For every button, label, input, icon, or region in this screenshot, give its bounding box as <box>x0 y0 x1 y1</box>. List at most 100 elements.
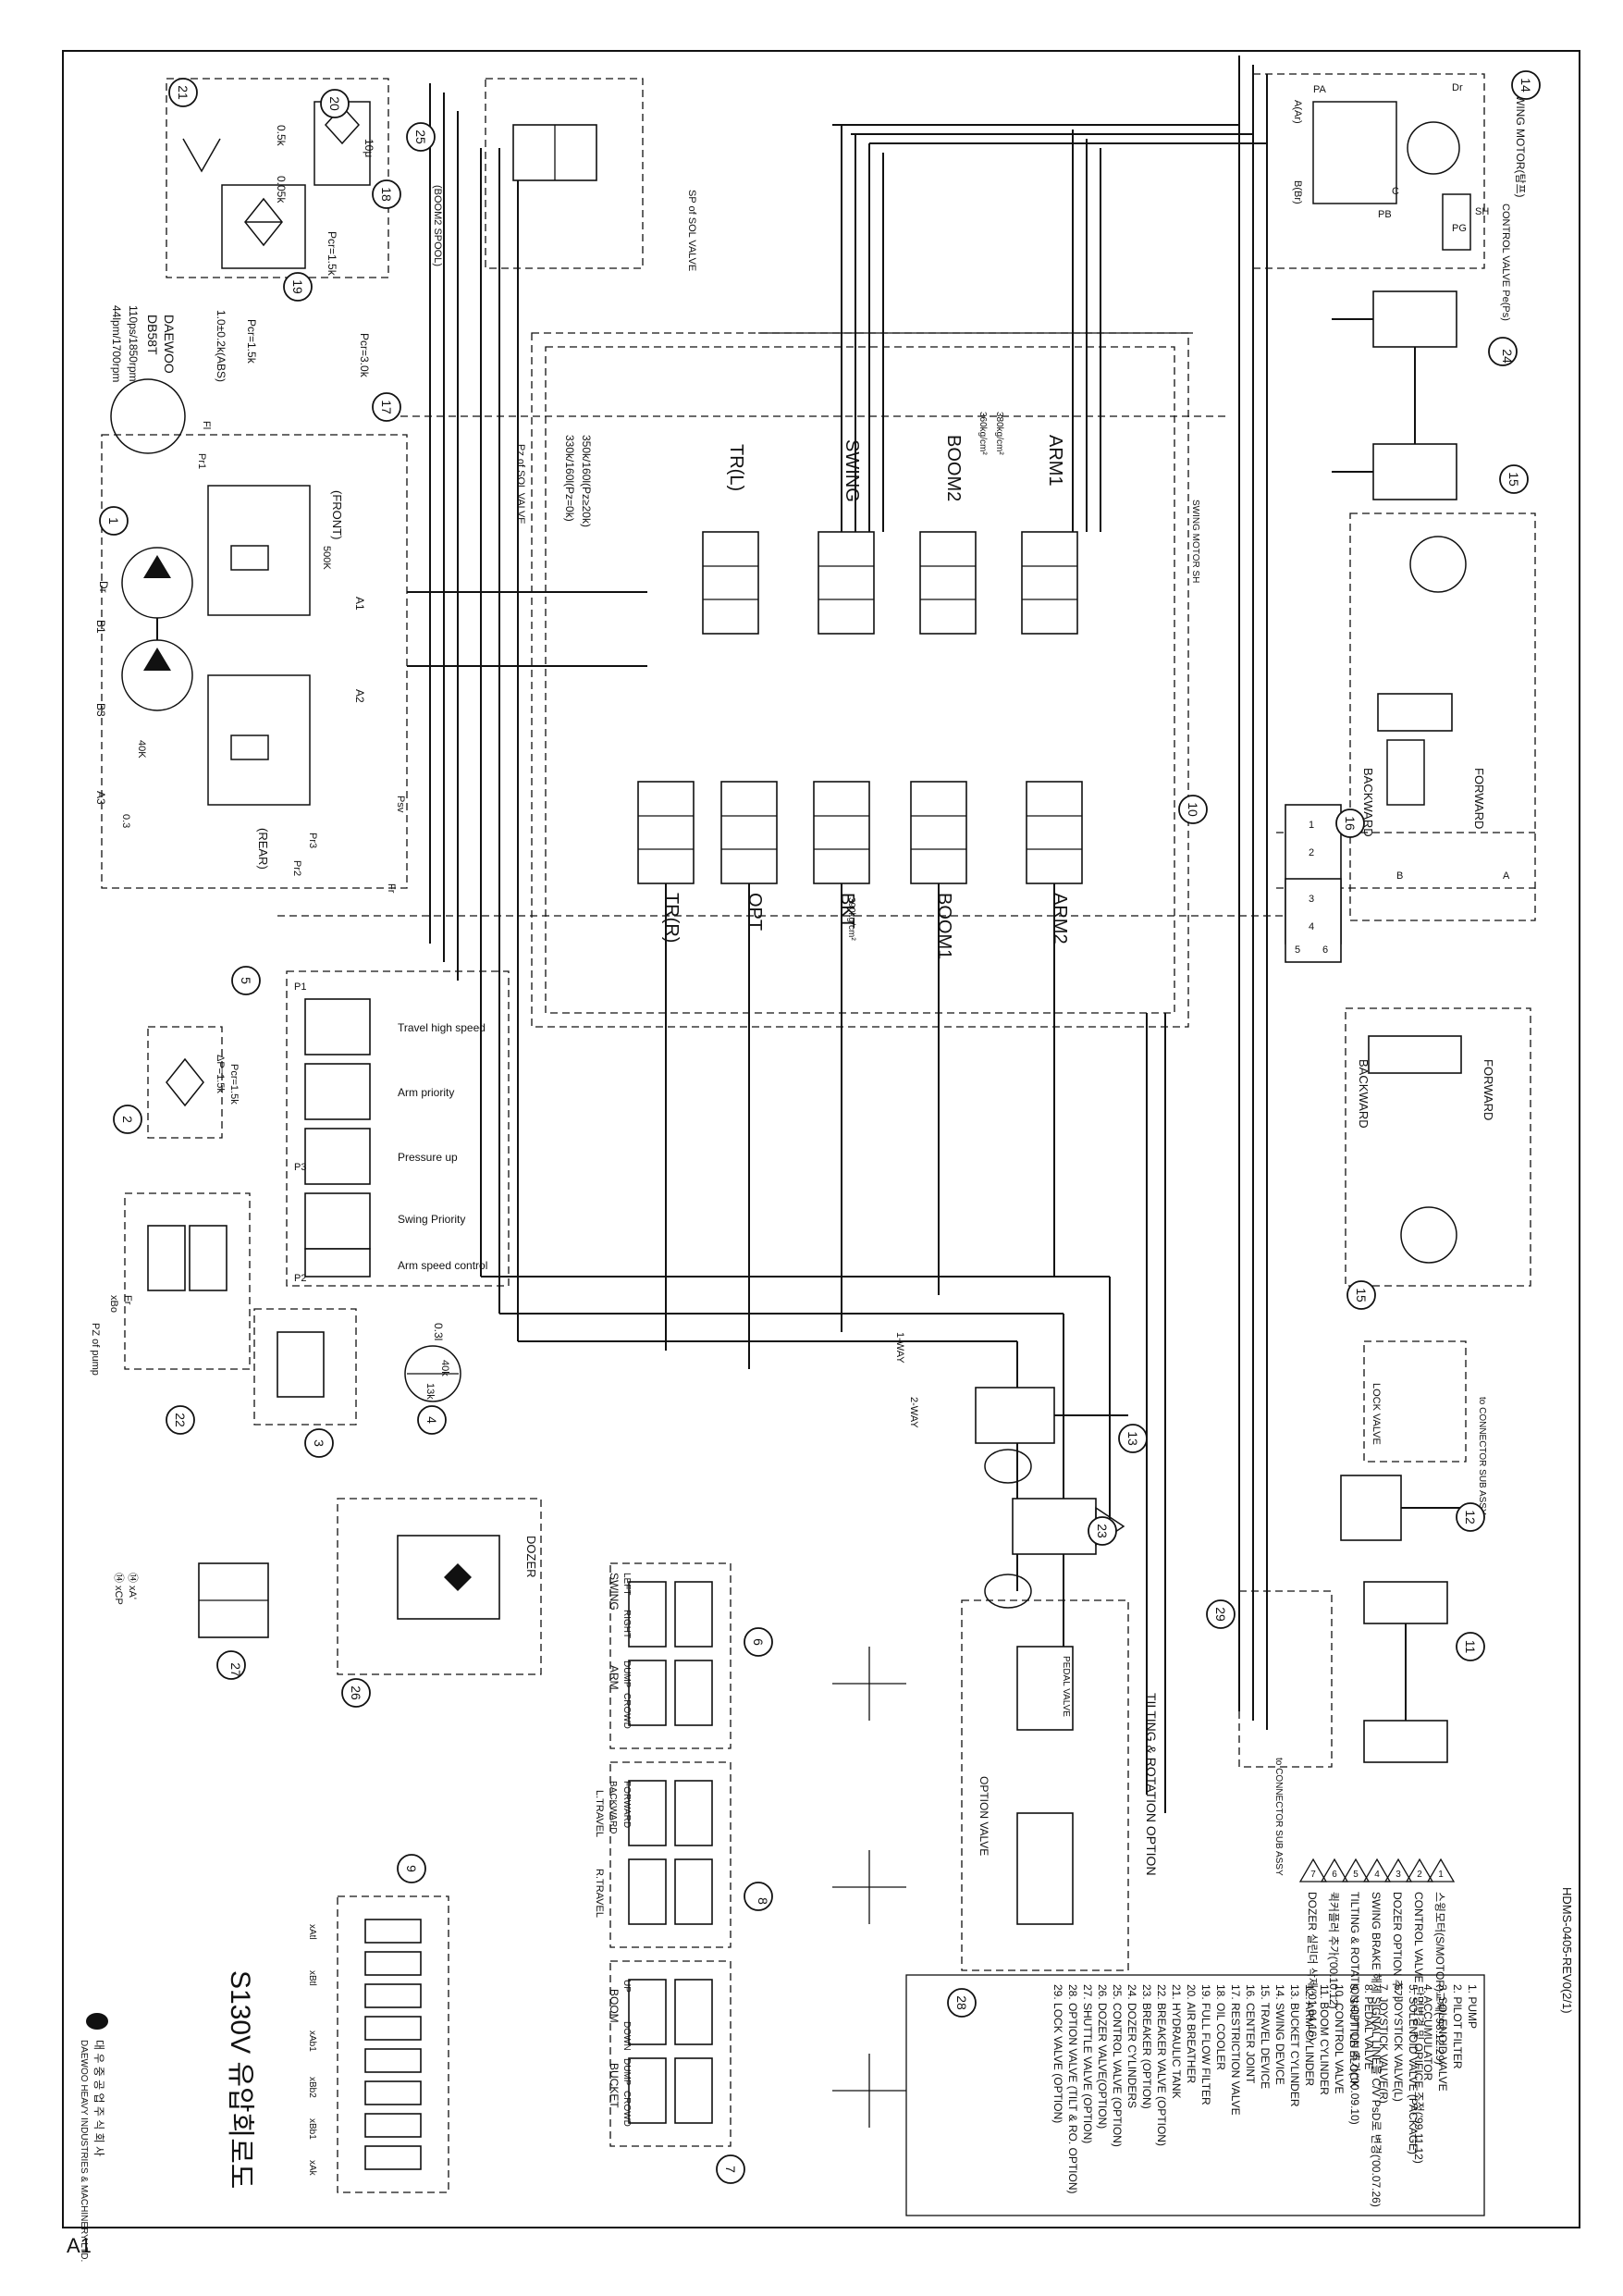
legend-10: 10. CONTROL VALVE <box>1333 1984 1346 2093</box>
bubble-3: 3 <box>312 1439 326 1447</box>
company-logo <box>86 2013 108 2030</box>
swing-a: A(Ar) <box>1292 100 1303 124</box>
pedal-ltravel: L.TRAVEL <box>594 1790 605 1837</box>
cv-section-trl: TR(L) <box>726 444 746 491</box>
swing-cv-label: CONTROL VALVE Pe(Ps) <box>1500 204 1511 321</box>
legend-5: 5. SOLENOID VALVE (PACKAGE) <box>1407 1984 1420 2154</box>
swing-b: B(Br) <box>1292 180 1303 204</box>
legend-list: 1. PUMP 2. PILOT FILTER 3. SOLENOID VALV… <box>1051 1984 1479 2194</box>
lock-valves: LOCK VALVE to CONNECTOR SUB ASSY to CONN… <box>1238 1340 1487 1876</box>
joy-r-boom: BOOM <box>608 1989 621 2023</box>
company-name-en: DAEWOO HEAVY INDUSTRIES & MACHINERY LTD. <box>79 2040 89 2262</box>
accumulator-pressure: 40k <box>439 1360 450 1376</box>
swing-pg: PG <box>1452 223 1467 234</box>
bubble-21: 21 <box>176 85 191 100</box>
title-block: HDMS-0405-REV0(2/1) 1 스윙모터(S/MOTOR)교체('9… <box>79 1858 1574 2262</box>
shuttle-block: xAtl xBtl xAb1 xBb2 xBb1 xAk <box>307 1895 449 2193</box>
swing-device: SWING MOTOR(탐프) CONTROL VALVE Pe(Ps) PA … <box>1252 73 1527 321</box>
bubble-2: 2 <box>120 1116 135 1123</box>
solenoid-and-accumulator: 0.3l 40k 13k <box>253 1308 461 1426</box>
revision-7-mark: 7 <box>1310 1870 1316 1880</box>
tilt-option-title: TILTING & ROTATION OPTION <box>1144 1693 1159 1876</box>
pump-rear: (REAR) <box>256 828 270 870</box>
actuators: 1-WAY 2-WAY <box>894 1332 1480 1763</box>
pilot-direction-marks <box>832 1647 906 2128</box>
travel-forward-l: FORWARD <box>1482 1059 1495 1120</box>
revision-list: 1 스윙모터(S/MOTOR)교체('98.12.29) 2 CONTROL V… <box>1298 1858 1456 2207</box>
cj-port-5: 5 <box>1295 944 1300 956</box>
sb-port-1: xAtl <box>307 1924 317 1940</box>
swing-motor-label: SWING MOTOR(탐프) <box>1514 88 1527 198</box>
tank-label-5: 1.0±0.2k(ABS) <box>215 310 227 382</box>
lock-valve-label: LOCK VALVE <box>1371 1383 1382 1445</box>
revision-6-text: 퀵커플러 추가('00.10.12) <box>1327 1892 1340 2009</box>
engine-block: DAEWOO DB58T 110ps/1850rpm 44lpm/1700rpm <box>110 305 186 454</box>
page-label: A1 <box>67 2234 92 2257</box>
lock-valve-to-connector-2: to CONNECTOR SUB ASSY <box>1273 1758 1284 1876</box>
sv27-xa: ⑭ xA' <box>127 1573 139 1599</box>
joy-l-swing: SWING <box>608 1573 621 1611</box>
bubble-15b: 15 <box>1354 1288 1369 1302</box>
cv-relief-2: 350k/160l(Pz≥20k) <box>580 435 593 527</box>
drawing-number: HDMS-0405-REV0(2/1) <box>1560 1887 1574 2014</box>
sb-port-3: xAb1 <box>307 2031 317 2052</box>
swing-pa: PA <box>1313 84 1327 95</box>
legend-12: 12. ARM CYLINDER <box>1303 1984 1316 2086</box>
joy-r-bucket: BUCKET <box>608 2063 621 2108</box>
pump-dr: Dr <box>97 581 110 593</box>
legend-9: 9. SHUTTLE BLOCK <box>1347 1984 1360 2088</box>
bubble-29: 29 <box>1213 1607 1228 1622</box>
pump-fr: Fr <box>386 883 397 894</box>
cv-section-boom2: BOOM2 <box>943 435 964 501</box>
legend-16: 16. CENTER JOINT <box>1244 1984 1257 2084</box>
bubble-5: 5 <box>239 977 253 984</box>
legend-28: 28. OPTION VALVE (TILT & RO. OPTION) <box>1066 1984 1079 2194</box>
pump-front: (FRONT) <box>330 490 344 539</box>
swing-sh: SH <box>1475 206 1489 217</box>
sv27-xcp: ⑭ xCP <box>113 1573 125 1605</box>
legend-23: 23. BREAKER (OPTION) <box>1140 1984 1153 2109</box>
cj-port-6: 6 <box>1322 944 1328 956</box>
legend-19: 19. FULL FLOW FILTER <box>1199 1984 1212 2105</box>
joy-l-arm: ARM <box>608 1665 621 1690</box>
legend-18: 18. OIL COOLER <box>1214 1984 1227 2070</box>
cv-relief-3: 360kg/cm² <box>977 412 988 455</box>
legend-4: 4. ACCUMULATOR <box>1421 1984 1434 2081</box>
center-joint: 1 2 3 4 5 6 <box>1285 804 1342 963</box>
legend-2: 2. PILOT FILTER <box>1451 1984 1464 2069</box>
pump-a2: A2 <box>353 689 366 703</box>
pump-b3: B3 <box>94 703 107 717</box>
joy-r-up: UP <box>621 1980 632 1993</box>
legend-26: 26. DOZER VALVE(OPTION) <box>1096 1984 1109 2129</box>
sol-port-p1: P1 <box>294 981 306 993</box>
travel-device-upper: BACKWARD FORWARD A B <box>1349 512 1536 921</box>
bubble-19: 19 <box>290 279 305 294</box>
pump-psv: Psv <box>395 796 406 813</box>
breaker-xbo: xBo <box>108 1295 119 1313</box>
pump-b1: B1 <box>94 620 107 634</box>
revision-1-text: 스윙모터(S/MOTOR)교체('98.12.29) <box>1433 1892 1446 2065</box>
sol-swing-priority: Swing Priority <box>398 1213 465 1226</box>
lock-valve-to-connector-1: to CONNECTOR SUB ASSY <box>1477 1397 1487 1515</box>
accumulator-precharge: 13k <box>424 1383 436 1400</box>
tilt-rotation-option: TILTING & ROTATION OPTION OPTION VALVE P… <box>961 1599 1159 1971</box>
revision-1: 1 스윙모터(S/MOTOR)교체('98.12.29) <box>1426 1858 1456 2065</box>
cj-port-4: 4 <box>1309 921 1314 932</box>
pedal-backward: BACKWARD <box>608 1781 618 1833</box>
circuit-main: 0.5k 0.05k 10μ Pcr=1.5k 1.0±0.2k(ABS) Pc… <box>90 56 1536 2193</box>
tilt-pedal-valve: PEDAL VALVE <box>1061 1656 1071 1717</box>
pilot-filter-dp: ΔP=1.5k <box>215 1055 226 1093</box>
pilot-filter-pcr: Pcr=1.5k <box>228 1064 240 1105</box>
travel-backward-u: BACKWARD <box>1361 768 1375 837</box>
legend-29: 29. LOCK VALVE (OPTION) <box>1051 1984 1064 2123</box>
cv-section-arm2: ARM2 <box>1050 893 1070 944</box>
bubble-17: 17 <box>379 400 394 414</box>
sb-port-6: xAk <box>307 2160 317 2177</box>
cv-section-opt: OPT <box>744 893 765 931</box>
dozer-valve: DOZER <box>337 1498 542 1675</box>
legend-1: 1. PUMP <box>1466 1984 1479 2029</box>
control-valve-block: TR(L) SWING BOOM2 ARM1 <box>515 190 1200 1028</box>
sb-port-4: xBb2 <box>307 2077 317 2098</box>
revision-5: 5 TILTING & ROTATION OPTION 추가('00.09.10… <box>1341 1858 1371 2125</box>
travel-device-lower: BACKWARD FORWARD <box>1345 1007 1531 1287</box>
